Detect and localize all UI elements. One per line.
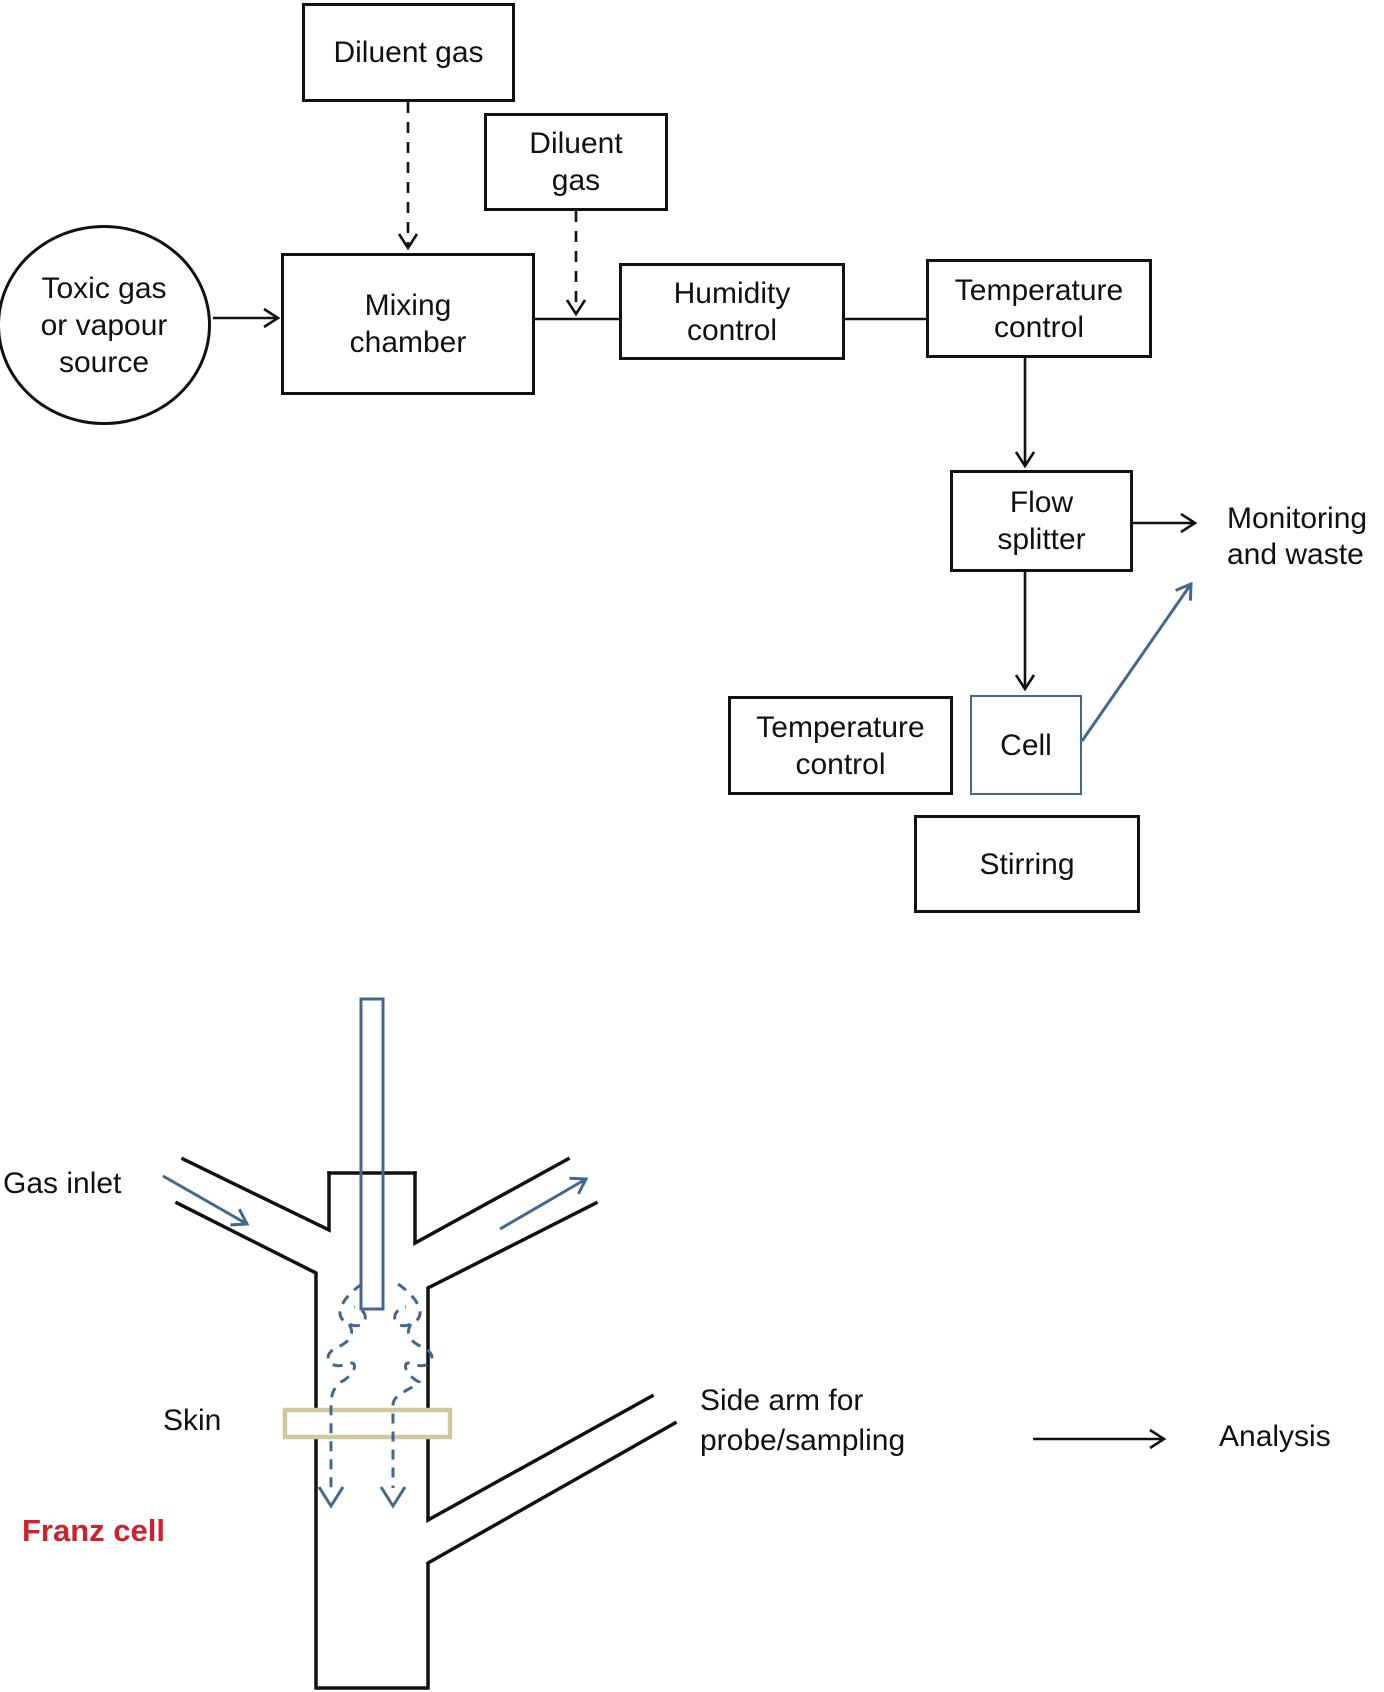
monitoring-and-waste-label: Monitoring and waste: [1227, 502, 1368, 571]
gas-swirl-left: [326, 1282, 367, 1488]
skin-label: Skin: [163, 1404, 222, 1437]
flow-splitter-label: Flow splitter: [997, 486, 1086, 556]
temperature-control-2-label: Temperature control: [756, 710, 925, 781]
node-flow-splitter: Flow splitter: [950, 470, 1133, 572]
node-mixing-chamber: Mixing chamber: [281, 253, 535, 395]
node-temperature-control-2: Temperature control: [728, 696, 953, 795]
cell-label: Cell: [1000, 728, 1052, 762]
franz-outlet-arm-outer: [413, 1156, 571, 1246]
skin-membrane: [282, 1407, 453, 1440]
franz-body-left-and-bottom: [174, 1200, 678, 1690]
analysis-label: Analysis: [1219, 1420, 1331, 1453]
temperature-control-1-label: Temperature control: [954, 273, 1124, 344]
node-diluent-gas-1: Diluent gas: [302, 3, 515, 102]
diluent-gas-1-label: Diluent gas: [333, 36, 484, 69]
franz-body-right-and-sidearm: [426, 1200, 655, 1523]
probe-tube: [359, 997, 385, 1311]
gas-swirl-left-arrowhead: [317, 1486, 345, 1509]
humidity-control-label: Humidity control: [673, 276, 791, 347]
mixing-chamber-label: Mixing chamber: [349, 289, 467, 359]
node-stirring: Stirring: [914, 815, 1140, 913]
gas-swirl-right-arrowhead: [379, 1486, 407, 1509]
node-temperature-control-1: Temperature control: [926, 259, 1152, 358]
stirring-label: Stirring: [979, 847, 1075, 881]
node-diluent-gas-2: Diluent gas: [484, 113, 668, 211]
gas-inlet-label: Gas inlet: [3, 1167, 122, 1200]
franz-inlet-arm-outer: [180, 1156, 331, 1233]
side-arm-label: Side arm for probe/sampling: [700, 1384, 906, 1457]
gas-outlet-arrow: [499, 1176, 589, 1231]
node-toxic-gas-source: Toxic gas or vapour source: [0, 225, 211, 425]
gas-swirl-right: [391, 1282, 434, 1488]
node-humidity-control: Humidity control: [619, 263, 845, 360]
gas-inlet-arrow: [162, 1174, 250, 1227]
node-cell: Cell: [970, 695, 1082, 795]
franz-cell-title: Franz cell: [22, 1513, 165, 1548]
diluent-gas-2-label: Diluent gas: [529, 127, 623, 197]
toxic-gas-source-label: Toxic gas or vapour source: [40, 271, 168, 379]
arrow-cell-to-monitoring: [1080, 581, 1193, 742]
